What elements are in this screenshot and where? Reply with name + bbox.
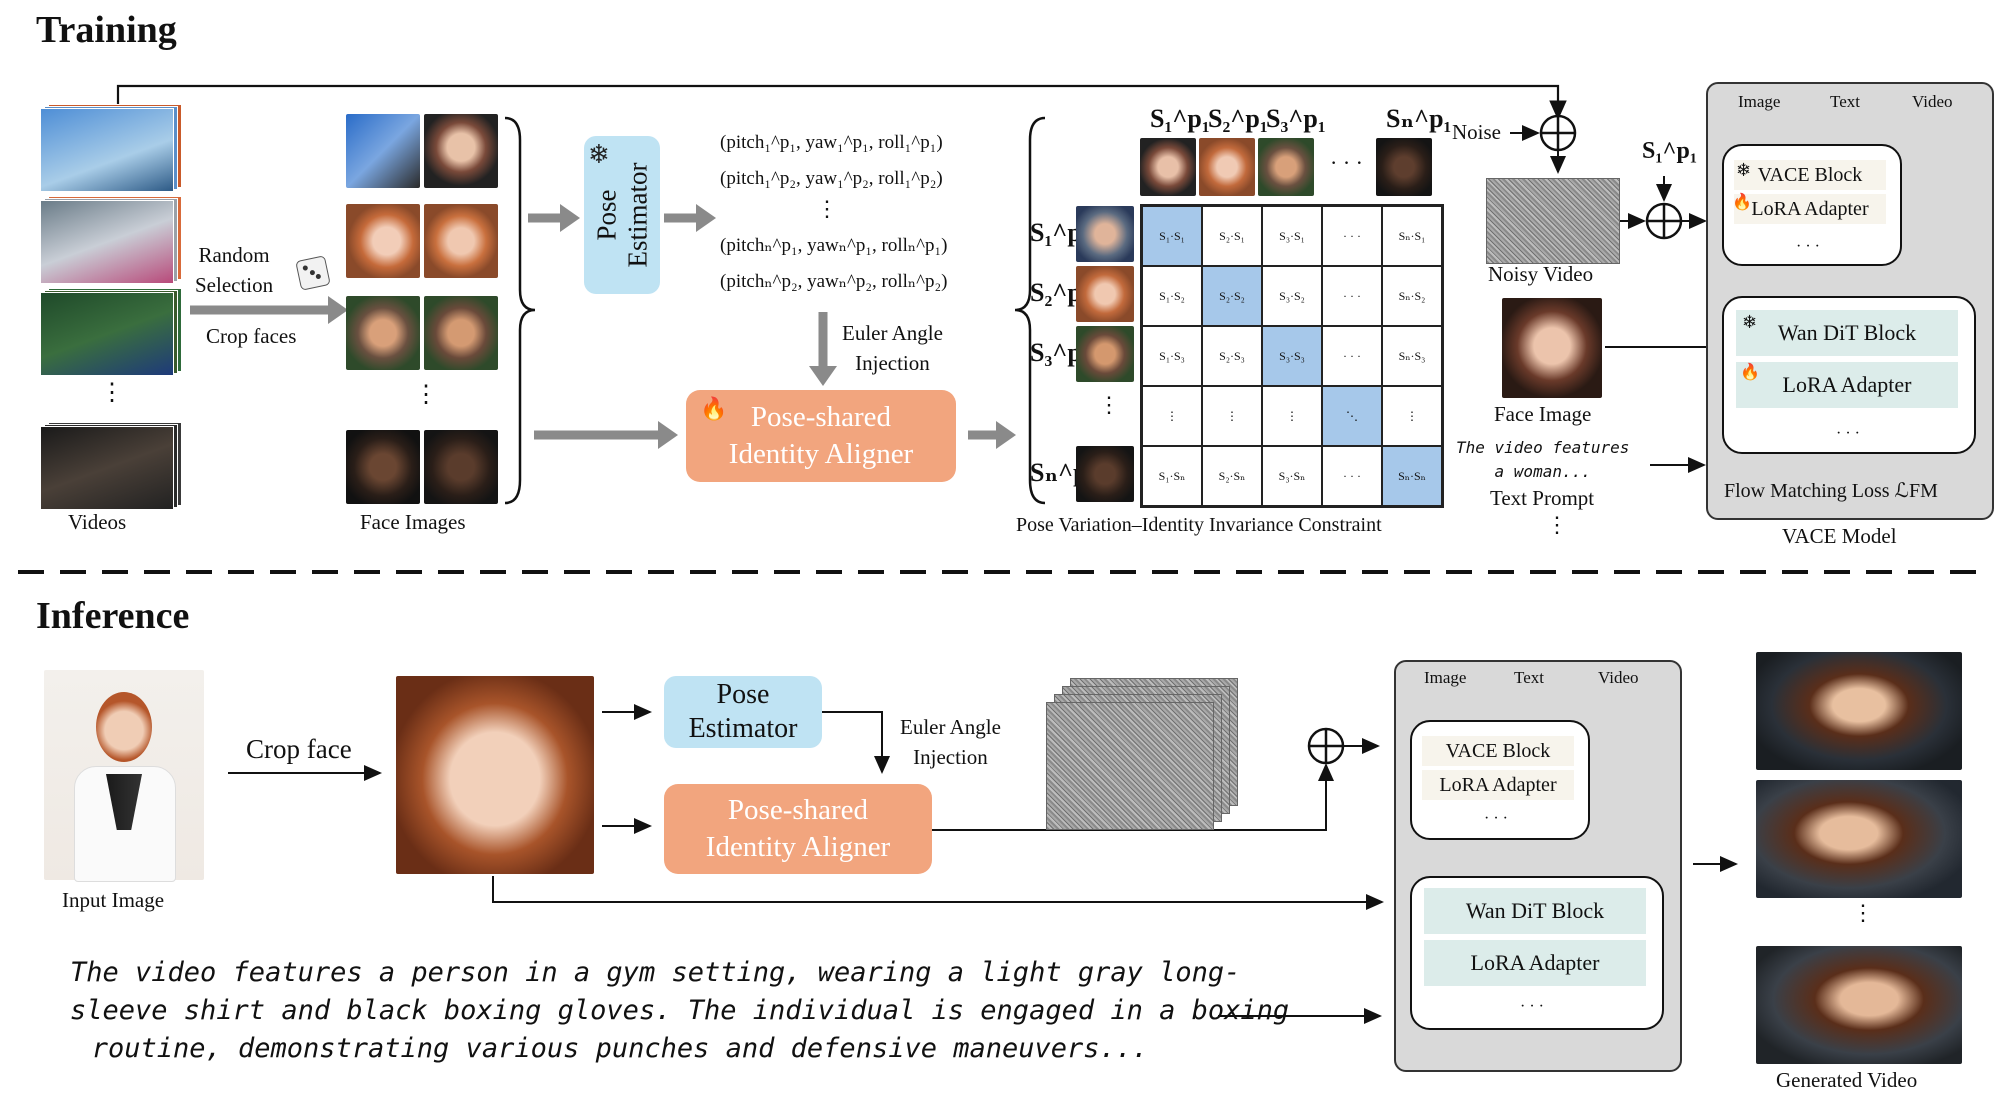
face-image xyxy=(346,204,420,278)
face-thumb xyxy=(1076,326,1134,382)
pose-estimator-box: Pose Estimator xyxy=(584,136,660,294)
identity-aligner-box: Pose-shared Identity Aligner xyxy=(686,390,956,482)
pose-line-4: (pitchₙ^p₂, yawₙ^p₂, rollₙ^p₂) xyxy=(720,271,948,292)
face-image xyxy=(424,204,498,278)
face-thumb xyxy=(1076,206,1134,262)
euler-injection-label: Euler Angle Injection xyxy=(842,321,943,375)
face-images-label: Face Images xyxy=(360,510,466,534)
matrix-cell: S₁·S₂ xyxy=(1142,266,1202,326)
training-title: Training xyxy=(36,9,177,51)
generated-frame xyxy=(1756,652,1962,770)
matrix-cell: S₂·S₃ xyxy=(1202,326,1262,386)
col-header: Sₙ^p₁ xyxy=(1386,104,1452,133)
inference-prompt: The video features a person in a gym set… xyxy=(70,957,1290,1064)
identity-aligner-box-inference: Pose-shared Identity Aligner xyxy=(664,784,932,874)
face-thumb xyxy=(1199,138,1255,196)
matrix-cell: Sₙ·Sₙ xyxy=(1382,446,1442,506)
matrix-cell: ⋮ xyxy=(1382,386,1442,446)
noisy-video-thumb xyxy=(1486,178,1620,264)
flame-icon: 🔥 xyxy=(1740,364,1760,381)
input-image-label: Input Image xyxy=(62,888,165,912)
pose-line-2: (pitch₁^p₂, yaw₁^p₂, roll₁^p₂) xyxy=(720,168,943,189)
snowflake-icon: ❄ xyxy=(1736,160,1752,180)
matrix-cell: S₁·S₁ xyxy=(1142,206,1202,266)
face-thumb xyxy=(1258,138,1314,196)
matrix-cell: S₂·Sₙ xyxy=(1202,446,1262,506)
flame-icon: 🔥 xyxy=(700,396,728,421)
matrix-cell: Sₙ·S₃ xyxy=(1382,326,1442,386)
matrix-cell: Sₙ·S₂ xyxy=(1382,266,1442,326)
matrix-cell: ⋮ xyxy=(1262,386,1322,446)
col-header: S₃^p₁ xyxy=(1266,104,1326,133)
matrix-cell: · · · xyxy=(1322,266,1382,326)
face-image-label: Face Image xyxy=(1494,402,1592,426)
face-thumb xyxy=(1076,266,1134,322)
noisy-video-label: Noisy Video xyxy=(1488,262,1594,286)
noise-label: Noise xyxy=(1452,120,1501,144)
face-thumb xyxy=(1140,138,1196,196)
matrix-cell: S₁·S₃ xyxy=(1142,326,1202,386)
matrix-cell: · · · xyxy=(1322,326,1382,386)
matrix-cell: S₂·S₁ xyxy=(1202,206,1262,266)
wan-dit-block: Wan DiT Block xyxy=(1424,888,1646,934)
vace-block: VACE Block xyxy=(1422,736,1574,766)
matrix-cell: S₃·S₁ xyxy=(1262,206,1322,266)
vace-block: VACE Block xyxy=(1734,160,1886,190)
snowflake-icon: ❄ xyxy=(588,140,610,169)
matrix-cell: · · · xyxy=(1322,446,1382,506)
pose-line-3: (pitchₙ^p₁, yawₙ^p₁, rollₙ^p₁) xyxy=(720,235,948,256)
col-header: S₁^p₁ xyxy=(1150,104,1210,133)
noise-stack xyxy=(1046,702,1214,830)
matrix-cell: ⋱ xyxy=(1322,386,1382,446)
lora-adapter: LoRA Adapter xyxy=(1734,194,1886,224)
generated-video-label: Generated Video xyxy=(1776,1068,1918,1092)
matrix-cell: ⋮ xyxy=(1142,386,1202,446)
random-selection-label: Random Selection xyxy=(195,243,274,297)
generated-frame xyxy=(1756,780,1962,898)
face-thumb xyxy=(1376,138,1432,196)
matrix-cell: ⋮ xyxy=(1202,386,1262,446)
vace-model-label: VACE Model xyxy=(1782,524,1897,548)
matrix-cell: S₃·Sₙ xyxy=(1262,446,1322,506)
inference-title: Inference xyxy=(36,595,190,637)
col-header: S₂^p₁ xyxy=(1208,104,1268,133)
flame-icon: 🔥 xyxy=(1732,194,1752,211)
face-image xyxy=(424,114,498,188)
pose-line-1: (pitch₁^p₁, yaw₁^p₁, roll₁^p₁) xyxy=(720,132,943,153)
euler-injection-label-inference: Euler Angle Injection xyxy=(900,715,1001,769)
matrix-cell: · · · xyxy=(1322,206,1382,266)
text-prompt-example: The video features a woman... xyxy=(1456,438,1630,481)
s-label: S₁^p₁ xyxy=(1642,138,1698,164)
crop-face-label: Crop face xyxy=(246,734,352,764)
input-image xyxy=(44,670,204,882)
dice-icon xyxy=(295,255,331,291)
crop-faces-label: Crop faces xyxy=(206,324,297,348)
flow-matching-loss: Flow Matching Loss ℒFM xyxy=(1724,480,1938,502)
cropped-face xyxy=(396,676,594,874)
matrix-cell: S₃·S₃ xyxy=(1262,326,1322,386)
videos-label: Videos xyxy=(68,510,127,534)
generated-frame xyxy=(1756,946,1962,1064)
face-image xyxy=(424,296,498,370)
matrix-cell: Sₙ·S₁ xyxy=(1382,206,1442,266)
snowflake-icon: ❄ xyxy=(1742,312,1758,332)
face-thumb xyxy=(1076,446,1134,502)
constraint-label: Pose Variation–Identity Invariance Const… xyxy=(1016,514,1382,536)
matrix-cell: S₃·S₂ xyxy=(1262,266,1322,326)
face-image-training xyxy=(1502,298,1602,398)
face-image xyxy=(346,114,420,188)
pose-estimator-box-inference: Pose Estimator xyxy=(664,676,822,748)
lora-adapter: LoRA Adapter xyxy=(1424,940,1646,986)
lora-adapter: LoRA Adapter xyxy=(1736,362,1958,408)
matrix-cell: S₁·Sₙ xyxy=(1142,446,1202,506)
lora-adapter: LoRA Adapter xyxy=(1422,770,1574,800)
wan-dit-block: Wan DiT Block xyxy=(1736,310,1958,356)
matrix-cell: S₂·S₂ xyxy=(1202,266,1262,326)
face-image xyxy=(346,430,420,504)
face-image xyxy=(424,430,498,504)
face-image xyxy=(346,296,420,370)
text-prompt-label: Text Prompt xyxy=(1490,486,1595,510)
